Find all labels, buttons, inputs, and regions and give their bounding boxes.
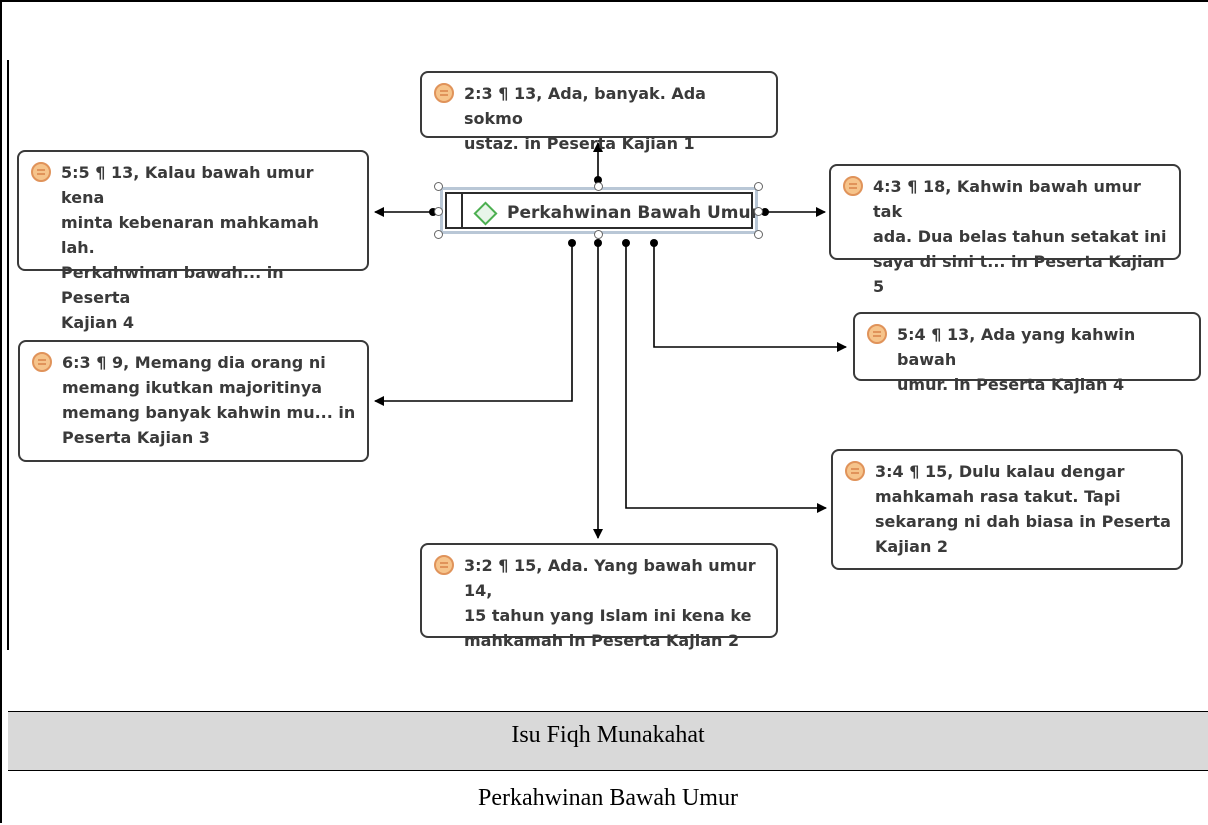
quote-line: Kajian 2 (875, 537, 949, 556)
quote-line: 5:5 ¶ 13, Kalau bawah umur kena (61, 163, 314, 207)
link-to-quote-5-4 (653, 243, 847, 352)
resize-handle-top-center[interactable] (594, 182, 603, 191)
table-header-cell: Isu Fiqh Munakahat (8, 711, 1208, 771)
quotation-document-icon (434, 83, 454, 103)
quote-line: Kajian 4 (61, 313, 135, 332)
resize-handle-bottom-center[interactable] (594, 230, 603, 239)
code-node-label: Perkahwinan Bawah Umur (507, 203, 760, 223)
quote-line: 15 tahun yang Islam ini kena ke (464, 606, 752, 625)
code-node-perkahwinan-bawah-umur[interactable]: Perkahwinan Bawah Umur (440, 187, 759, 234)
quote-line: ada. Dua belas tahun setakat ini (873, 227, 1167, 246)
quote-node-5-4[interactable]: 5:4 ¶ 13, Ada yang kahwin bawah umur. in… (853, 312, 1201, 394)
quote-line: sekarang ni dah biasa in Peserta (875, 512, 1171, 531)
quote-node-2-3[interactable]: 2:3 ¶ 13, Ada, banyak. Ada sokmo ustaz. … (420, 71, 778, 153)
quote-line: minta kebenaran mahkamah lah. (61, 213, 319, 257)
link-origin-dot (761, 208, 769, 216)
quote-line: 4:3 ¶ 18, Kahwin bawah umur tak (873, 177, 1141, 221)
frame-top-border (0, 0, 1208, 2)
resize-handle-bottom-left[interactable] (434, 230, 443, 239)
quote-node-4-3[interactable]: 4:3 ¶ 18, Kahwin bawah umur tak ada. Dua… (829, 164, 1181, 296)
frame-left-inner-border (7, 60, 9, 650)
resize-handle-bottom-right[interactable] (754, 230, 763, 239)
quote-line: umur. in Peserta Kajian 4 (897, 375, 1125, 394)
frame-left-border (0, 0, 2, 823)
quote-line: saya di sini t... in Peserta Kajian 5 (873, 252, 1165, 296)
quote-line: memang banyak kahwin mu... in (62, 403, 356, 422)
quotation-document-icon (434, 555, 454, 575)
quote-line: memang ikutkan majoritinya (62, 378, 323, 397)
quotation-document-icon (843, 176, 863, 196)
link-to-quote-3-4 (625, 243, 827, 513)
table-body-cell: Perkahwinan Bawah Umur (8, 771, 1208, 823)
quote-line: 3:4 ¶ 15, Dulu kalau dengar (875, 462, 1125, 481)
quote-line: 3:2 ¶ 15, Ada. Yang bawah umur 14, (464, 556, 756, 600)
quotation-document-icon (845, 461, 865, 481)
code-node-inner: Perkahwinan Bawah Umur (445, 192, 759, 229)
quote-node-3-4[interactable]: 3:4 ¶ 15, Dulu kalau dengar mahkamah ras… (831, 449, 1183, 570)
link-origin-dot (594, 239, 602, 247)
quote-line: 5:4 ¶ 13, Ada yang kahwin bawah (897, 325, 1136, 369)
quotation-document-icon (867, 324, 887, 344)
quote-line: Peserta Kajian 3 (62, 428, 210, 447)
quote-line: mahkamah in Peserta Kajian 2 (464, 631, 740, 650)
link-to-quote-6-3 (374, 243, 573, 406)
quote-line: mahkamah rasa takut. Tapi (875, 487, 1121, 506)
quote-line: 6:3 ¶ 9, Memang dia orang ni (62, 353, 326, 372)
quote-node-3-2[interactable]: 3:2 ¶ 15, Ada. Yang bawah umur 14, 15 ta… (420, 543, 778, 650)
link-origin-dot (650, 239, 658, 247)
quote-node-5-5[interactable]: 5:5 ¶ 13, Kalau bawah umur kena minta ke… (17, 150, 369, 332)
quote-line: ustaz. in Peserta Kajian 1 (464, 134, 695, 153)
quotation-document-icon (31, 162, 51, 182)
resize-handle-middle-left[interactable] (434, 207, 443, 216)
link-origin-dot (568, 239, 576, 247)
resize-handle-middle-right[interactable] (754, 207, 763, 216)
quote-node-6-3[interactable]: 6:3 ¶ 9, Memang dia orang ni memang ikut… (18, 340, 369, 462)
code-node-stripe (461, 194, 463, 227)
link-origin-dot (622, 239, 630, 247)
code-diamond-icon (473, 201, 498, 226)
quotation-document-icon (32, 352, 52, 372)
resize-handle-top-left[interactable] (434, 182, 443, 191)
quote-line: Perkahwinan bawah... in Peserta (61, 263, 284, 307)
resize-handle-top-right[interactable] (754, 182, 763, 191)
quote-line: 2:3 ¶ 13, Ada, banyak. Ada sokmo (464, 84, 706, 128)
